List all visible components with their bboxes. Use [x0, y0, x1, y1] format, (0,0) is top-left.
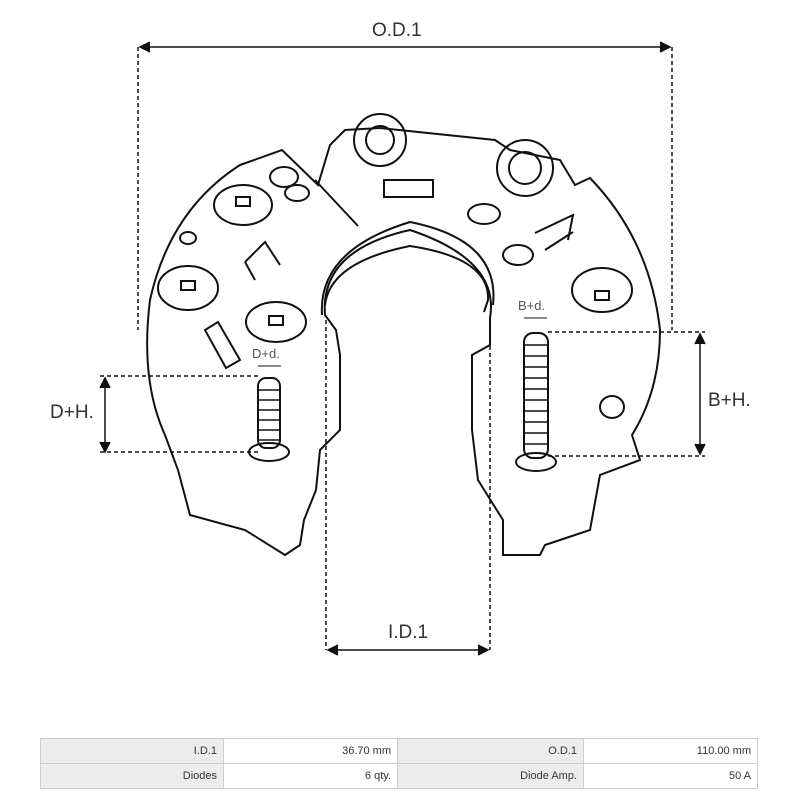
diode-pad: [235, 196, 251, 207]
hole: [179, 231, 197, 245]
bolt-b-washer: [515, 452, 557, 472]
terminal-left: [353, 113, 407, 167]
hole: [599, 395, 625, 419]
dimension-lines: [99, 41, 706, 656]
spec-value: 6 qty.: [223, 763, 398, 789]
spec-label: I.D.1: [40, 738, 224, 764]
id-label: I.D.1: [388, 622, 429, 643]
spec-value: 110.00 mm: [583, 738, 758, 764]
diode-2: [157, 265, 219, 311]
specs-table: I.D.1 36.70 mm O.D.1 110.00 mm Diodes 6 …: [40, 738, 758, 789]
spec-value: 36.70 mm: [223, 738, 398, 764]
diode-3: [245, 301, 307, 343]
bolt-d: [257, 377, 281, 449]
diode-1: [213, 184, 273, 226]
spec-value: 50 A: [583, 763, 758, 789]
hole: [467, 203, 501, 225]
bolt-threads: [259, 344, 547, 445]
diode-pad: [268, 315, 284, 326]
arrow-mark: [244, 240, 281, 281]
hole: [502, 244, 534, 266]
extension-lines: [100, 47, 705, 650]
bolt-b: [523, 332, 549, 459]
dd-label: D+d.: [252, 346, 280, 361]
terminal-right-inner: [508, 151, 542, 185]
hole: [269, 166, 299, 188]
table-row: I.D.1 36.70 mm O.D.1 110.00 mm: [40, 738, 758, 764]
terminal-right: [496, 139, 554, 197]
table-row: Diodes 6 qty. Diode Amp. 50 A: [40, 763, 758, 789]
capacitor: [203, 320, 242, 370]
terminal-left-inner: [365, 125, 395, 155]
diode-pad: [594, 290, 610, 301]
bd-label: B+d.: [518, 298, 546, 313]
od-label: O.D.1: [372, 20, 422, 41]
marking-plate: [383, 179, 434, 198]
arrow-mark: [534, 213, 575, 251]
hole: [284, 184, 310, 202]
spec-label: Diodes: [40, 763, 224, 789]
dh-label: D+H.: [50, 402, 94, 423]
spec-label: Diode Amp.: [397, 763, 584, 789]
bh-label: B+H.: [708, 390, 751, 411]
hole-rim: [320, 220, 495, 316]
split-line: [314, 179, 359, 227]
spec-label: O.D.1: [397, 738, 584, 764]
diode-4: [571, 267, 633, 313]
rectifier-outline: [146, 126, 662, 557]
diode-pad: [180, 280, 196, 291]
